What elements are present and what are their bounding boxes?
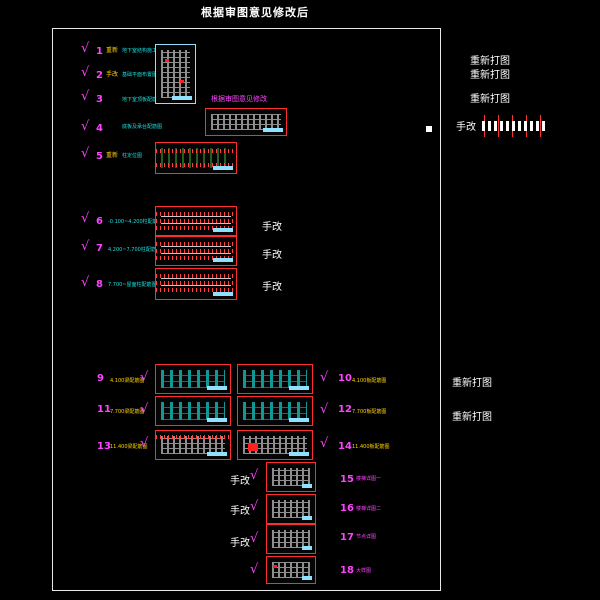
drawing-thumbnail[interactable] xyxy=(155,364,231,394)
drawing-thumbnail[interactable] xyxy=(266,462,316,492)
check-mark-icon: √ xyxy=(81,146,90,161)
reprint-note: 重新打图 xyxy=(470,70,510,81)
drawing-frame xyxy=(52,28,441,591)
drawing-thumbnail[interactable] xyxy=(155,142,237,174)
row-number: 17 xyxy=(340,532,354,543)
row-number: 10 xyxy=(338,373,352,384)
check-mark-icon: √ xyxy=(320,370,329,385)
drawing-thumbnail[interactable] xyxy=(155,206,237,236)
check-mark-icon: √ xyxy=(81,211,90,226)
check-mark-icon: √ xyxy=(250,531,259,546)
row-number: 8 xyxy=(96,279,103,290)
row-tag: 手改 xyxy=(106,71,119,78)
drawing-thumbnail[interactable] xyxy=(155,430,231,460)
reprint-note: 重新打图 xyxy=(452,412,492,423)
drawing-thumbnail[interactable] xyxy=(266,494,316,524)
row-number: 15 xyxy=(340,474,354,485)
row-number: 2 xyxy=(96,70,103,81)
row-number: 9 xyxy=(97,373,104,384)
row-number: 6 xyxy=(96,216,103,227)
row-desc: 底板及承台配筋图 xyxy=(122,124,163,130)
check-mark-icon: √ xyxy=(81,41,90,56)
row-desc: 11.400板配筋图 xyxy=(352,444,390,450)
drawing-thumbnail[interactable] xyxy=(237,430,313,460)
drawing-thumbnail[interactable] xyxy=(266,556,316,584)
drawing-thumbnail[interactable] xyxy=(155,44,196,104)
row-number: 1 xyxy=(96,46,103,57)
reprint-note: 重新打图 xyxy=(470,94,510,105)
row-tag: 重新 xyxy=(106,152,119,159)
drawing-thumbnail[interactable] xyxy=(237,364,313,394)
check-mark-icon: √ xyxy=(81,65,90,80)
page-title: 根据审图意见修改后 xyxy=(201,6,309,19)
drawing-thumbnail[interactable] xyxy=(266,524,316,554)
row-number: 4 xyxy=(96,123,103,134)
reprint-note: 重新打图 xyxy=(452,378,492,389)
marker-block xyxy=(426,126,432,132)
check-mark-icon: √ xyxy=(140,370,149,385)
hand-edit-note: 手改 xyxy=(262,250,282,261)
thumbnail-caption: 根据审图意见修改 xyxy=(211,95,267,103)
row-number: 7 xyxy=(96,243,103,254)
row-desc: -0.100~4.200柱配筋图 xyxy=(108,219,163,225)
row-number: 3 xyxy=(96,94,103,105)
row-desc: 柱定位图 xyxy=(122,153,143,159)
check-mark-icon: √ xyxy=(81,89,90,104)
drawing-thumbnail[interactable] xyxy=(155,396,231,426)
row-number: 13 xyxy=(97,441,111,452)
row-desc: 基础平面布置图 xyxy=(122,72,158,78)
row-desc: 4.100板配筋图 xyxy=(352,378,387,384)
hand-edit-note: 手改 xyxy=(262,222,282,233)
row-desc: 楼梯详图二 xyxy=(356,506,382,512)
row-desc: 4.200~7.700柱配筋图 xyxy=(108,247,161,253)
row-desc: 地下室结构施工图 xyxy=(122,48,163,54)
drawing-thumbnail[interactable] xyxy=(237,396,313,426)
check-mark-icon: √ xyxy=(140,436,149,451)
row-desc: 7.700梁配筋图 xyxy=(110,409,145,415)
check-mark-icon: √ xyxy=(81,275,90,290)
drawing-thumbnail[interactable] xyxy=(155,268,237,300)
row-desc: 11.400梁配筋图 xyxy=(110,444,148,450)
row-number: 14 xyxy=(338,441,352,452)
drawing-thumbnail[interactable] xyxy=(155,236,237,266)
check-mark-icon: √ xyxy=(320,436,329,451)
check-mark-icon: √ xyxy=(250,562,259,577)
row-desc: 4.100梁配筋图 xyxy=(110,378,145,384)
row-number: 18 xyxy=(340,565,354,576)
check-mark-icon: √ xyxy=(250,499,259,514)
check-mark-icon: √ xyxy=(140,402,149,417)
check-mark-icon: √ xyxy=(81,239,90,254)
hand-edit-note: 手改 xyxy=(230,538,250,549)
check-mark-icon: √ xyxy=(320,402,329,417)
hand-edit-note: 手改 xyxy=(230,506,250,517)
hand-edit-note: 手改 xyxy=(230,476,250,487)
row-desc: 大样图 xyxy=(356,568,372,574)
drawing-thumbnail[interactable] xyxy=(205,108,287,136)
reprint-note: 重新打图 xyxy=(470,56,510,67)
row-number: 12 xyxy=(338,404,352,415)
row-number: 11 xyxy=(97,404,111,415)
row-desc: 7.700~屋面柱配筋图 xyxy=(108,282,157,288)
row-desc: 节点详图 xyxy=(356,534,377,540)
drawing-thumbnail[interactable] xyxy=(478,115,550,137)
row-desc: 楼梯详图一 xyxy=(356,476,382,482)
row-desc: 地下室顶板配筋图 xyxy=(122,97,163,103)
check-mark-icon: √ xyxy=(81,119,90,134)
hand-edit-note: 手改 xyxy=(262,282,282,293)
row-number: 5 xyxy=(96,151,103,162)
row-desc: 7.700板配筋图 xyxy=(352,409,387,415)
row-number: 16 xyxy=(340,503,354,514)
check-mark-icon: √ xyxy=(250,468,259,483)
hand-edit-note: 手改 xyxy=(456,122,476,133)
row-tag: 重新 xyxy=(106,47,119,54)
